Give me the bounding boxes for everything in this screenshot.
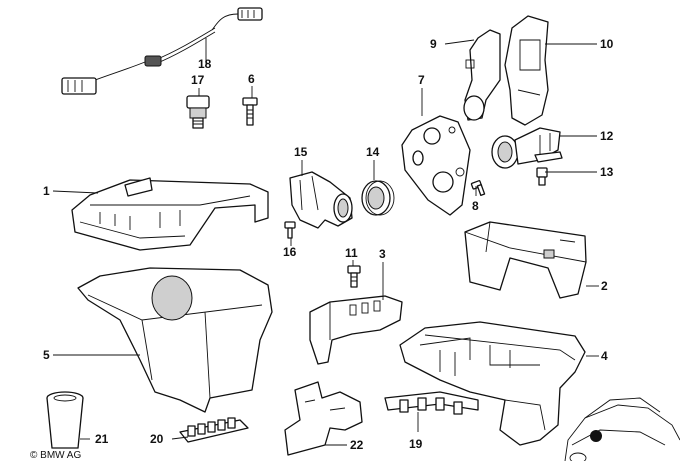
callout-6: 6 [248, 72, 255, 86]
car-thumbnail [564, 397, 680, 461]
lower-housing-5 [77, 267, 273, 413]
callout-7: 7 [418, 73, 425, 87]
callout-3: 3 [379, 247, 386, 261]
callout-18: 18 [198, 57, 212, 71]
callout-10: 10 [600, 37, 614, 51]
callout-8: 8 [472, 199, 479, 213]
duct-bracket-9 [463, 29, 501, 121]
callout-9: 9 [430, 37, 437, 51]
duct-cover-10 [504, 15, 549, 126]
callout-2: 2 [601, 279, 608, 293]
sensor-17 [186, 95, 210, 129]
callout-13: 13 [600, 165, 614, 179]
leader-lines [52, 38, 599, 446]
gasket-22 [284, 381, 363, 456]
wiring-harness-18 [61, 7, 263, 95]
bolt-8 [470, 180, 486, 197]
callout-14: 14 [366, 145, 380, 159]
intake-elbow-15 [289, 171, 353, 229]
box-cover-2 [464, 221, 587, 299]
grommet-14 [361, 180, 395, 216]
mounting-plate-7 [401, 115, 471, 216]
callout-labels: 1 2 3 4 5 6 7 8 9 10 11 12 13 14 15 16 1… [43, 37, 614, 452]
callout-19: 19 [409, 437, 423, 451]
copyright-text: © BMW AG [30, 450, 81, 461]
callout-15: 15 [294, 145, 308, 159]
bolt-6 [242, 97, 258, 126]
tube-21 [46, 391, 84, 449]
callout-16: 16 [283, 245, 297, 259]
screw-11 [347, 265, 361, 288]
fuse-strip-20 [179, 417, 249, 443]
callout-4: 4 [601, 349, 608, 363]
callout-21: 21 [95, 432, 109, 446]
callout-11: 11 [345, 246, 358, 260]
screw-16 [284, 221, 296, 239]
callout-5: 5 [43, 348, 50, 362]
callout-17: 17 [191, 73, 205, 87]
callout-12: 12 [600, 129, 614, 143]
housing-lid-1 [71, 177, 269, 251]
callout-1: 1 [43, 184, 50, 198]
callout-22: 22 [350, 438, 364, 452]
callout-20: 20 [150, 432, 164, 446]
screw-13 [536, 167, 548, 186]
bracket-3 [309, 295, 403, 365]
relay-bar-19 [384, 391, 479, 415]
lower-box-4 [399, 321, 586, 446]
connector-socket-12 [491, 127, 563, 169]
